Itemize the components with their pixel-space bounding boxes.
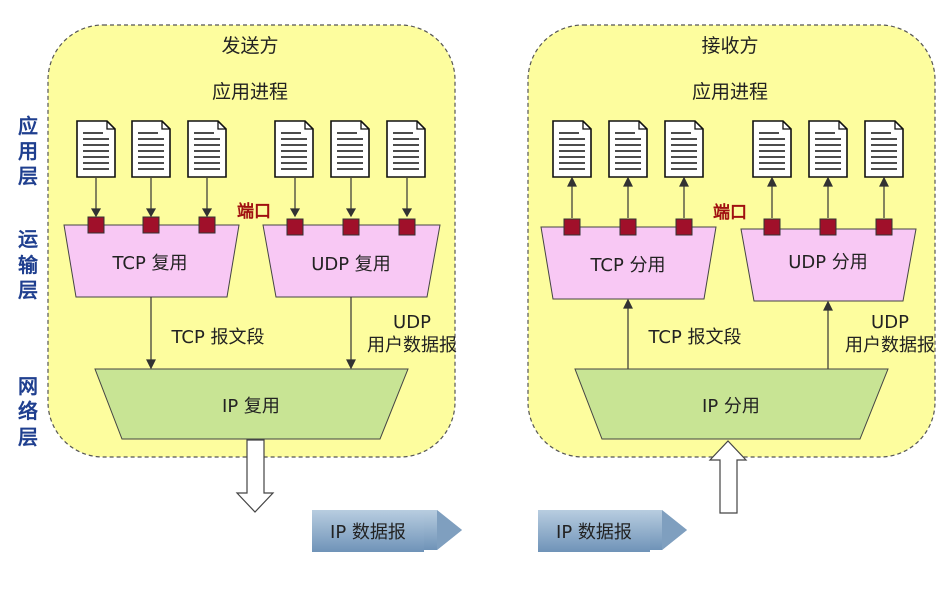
receiver-app-process-label: 应用进程 (692, 81, 768, 103)
document-icon (76, 120, 116, 178)
document-icon (752, 120, 792, 178)
document-icon (386, 120, 426, 178)
sender-tcp-mux-box (63, 224, 240, 298)
receiver-transport-arrows (623, 298, 833, 369)
receiver-tcp-demux-box (540, 226, 717, 300)
svg-text:网: 网 (18, 374, 38, 398)
sender-port-label: 端口 (237, 201, 271, 222)
sender-udp-mux-box (262, 224, 441, 298)
receiver-udp-demux-label: UDP 分用 (788, 252, 868, 273)
sender-ip-mux-label: IP 复用 (222, 396, 280, 417)
svg-text:应: 应 (18, 114, 38, 138)
outgoing-down-arrow (235, 439, 275, 513)
sender-udp-mux-label: UDP 复用 (311, 254, 391, 275)
sender-udp-label: UDP (393, 312, 431, 333)
sender-tcp-mux-label: TCP 复用 (111, 253, 187, 274)
side-label-network-layer: 网 络 层 (18, 374, 38, 449)
svg-text:用: 用 (18, 139, 38, 163)
side-label-application-layer: 应 用 层 (18, 114, 38, 188)
receiver-ports (563, 218, 893, 236)
ip-datagram-arrow-right: IP 数据报 (538, 510, 687, 552)
receiver-tcp-demux-label: TCP 分用 (589, 255, 665, 276)
receiver-ip-demux-box (574, 368, 889, 440)
document-icon (274, 120, 314, 178)
receiver-port-label: 端口 (713, 202, 747, 223)
receiver-tcp-segment-label: TCP 报文段 (647, 327, 741, 348)
receiver-app-arrows (567, 176, 889, 218)
sender-app-arrows (90, 178, 413, 218)
document-icon (330, 120, 370, 178)
side-label-transport-layer: 运 输 层 (18, 227, 39, 302)
sender-ports (87, 216, 416, 236)
receiver-title: 接收方 (701, 35, 758, 57)
document-icon (608, 120, 648, 178)
receiver-udp-label: UDP (871, 312, 909, 333)
sender-ip-mux-box (94, 368, 409, 440)
document-icon (131, 120, 171, 178)
receiver-user-datagram-label: 用户数据报 (845, 335, 935, 356)
sender-transport-arrows (146, 297, 356, 370)
svg-text:运: 运 (18, 227, 38, 251)
sender-title: 发送方 (221, 35, 278, 57)
incoming-up-arrow (708, 440, 748, 514)
sender-app-process-label: 应用进程 (212, 81, 288, 103)
document-icon (808, 120, 848, 178)
receiver-panel: 接收方 应用进程 TCP 分用 UDP 分用 端口 (527, 24, 936, 458)
ip-datagram-label-left: IP 数据报 (330, 522, 406, 543)
svg-text:层: 层 (18, 164, 38, 188)
sender-tcp-segment-label: TCP 报文段 (170, 327, 264, 348)
sender-user-datagram-label: 用户数据报 (367, 335, 457, 356)
document-icon (864, 120, 904, 178)
document-icon (664, 120, 704, 178)
sender-panel: 发送方 应用进程 TCP 复用 UDP 复用 (47, 24, 457, 458)
document-icon (552, 120, 592, 178)
ip-datagram-arrow-left: IP 数据报 (312, 510, 462, 552)
svg-text:层: 层 (18, 278, 38, 302)
receiver-udp-demux-box (740, 228, 917, 302)
ip-datagram-label-right: IP 数据报 (556, 522, 632, 543)
document-icon (187, 120, 227, 178)
svg-text:层: 层 (18, 425, 38, 449)
svg-text:输: 输 (18, 253, 39, 277)
svg-text:络: 络 (18, 399, 38, 423)
receiver-ip-demux-label: IP 分用 (702, 396, 760, 417)
